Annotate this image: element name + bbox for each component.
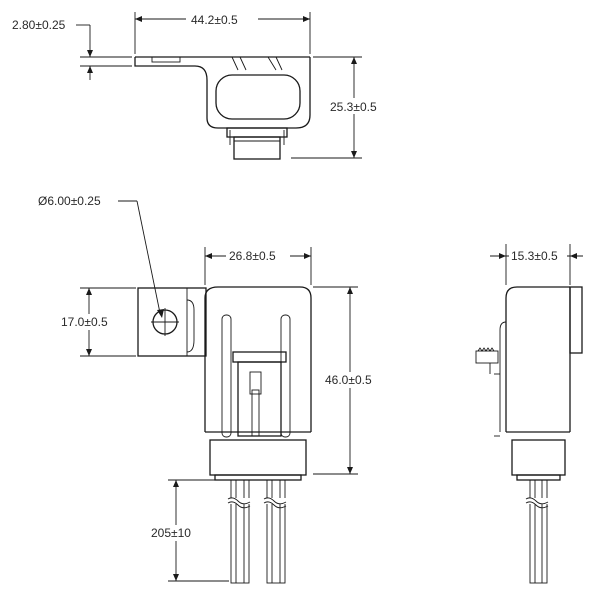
dimension-flange-height: 17.0±0.5 [60, 287, 136, 357]
label-front-height: 46.0±0.5 [325, 373, 372, 387]
front-view [137, 286, 312, 584]
side-view [475, 286, 583, 584]
label-lip-thickness: 2.80±0.25 [12, 18, 66, 32]
label-top-height: 25.3±0.5 [330, 100, 377, 114]
label-hole-diameter: Ø6.00±0.25 [38, 194, 101, 208]
label-flange-height: 17.0±0.5 [61, 315, 108, 329]
label-lead-length: 205±10 [151, 526, 191, 540]
label-top-width: 44.2±0.5 [191, 13, 238, 27]
label-front-width: 26.8±0.5 [229, 249, 276, 263]
dimension-front-height: 46.0±0.5 [313, 286, 382, 475]
dimension-hole-diameter: Ø6.00±0.25 [38, 194, 164, 318]
dimension-side-width: 15.3±0.5 [490, 244, 583, 285]
dimension-lead-length: 205±10 [148, 479, 229, 582]
label-side-width: 15.3±0.5 [511, 249, 558, 263]
dimension-top-width: 44.2±0.5 [134, 11, 311, 54]
top-view [134, 56, 311, 160]
dimension-top-height: 25.3±0.5 [291, 56, 388, 159]
dimension-front-width: 26.8±0.5 [204, 247, 312, 285]
dimension-lip-thickness: 2.80±0.25 [12, 18, 132, 80]
